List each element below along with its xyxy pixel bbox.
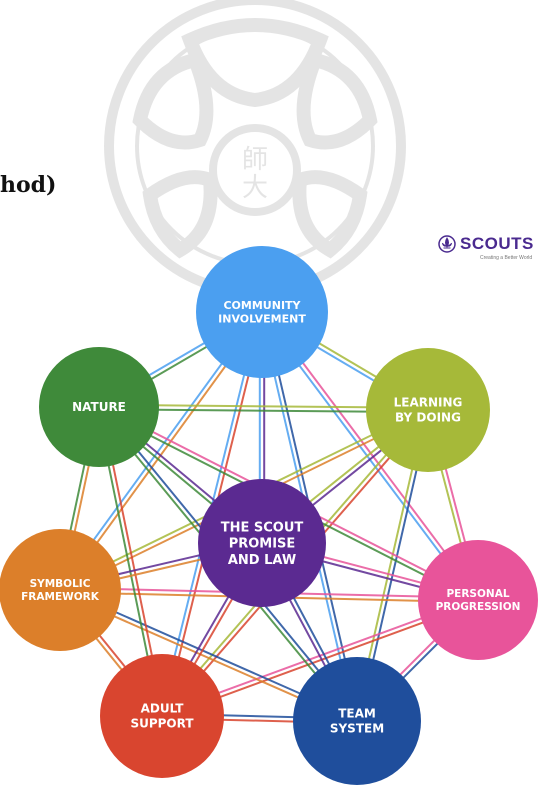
node-label-promise-0: THE SCOUT bbox=[221, 520, 304, 535]
brand-tagline: Creating a Better World bbox=[480, 255, 533, 261]
node-label-promise-1: PROMISE bbox=[229, 537, 296, 552]
node-label-nature-0: NATURE bbox=[72, 400, 126, 414]
node-label-learning-0: LEARNING bbox=[394, 396, 463, 410]
page-title-fragment: hod) bbox=[0, 172, 57, 198]
seal-glyph-bottom: 大 bbox=[242, 173, 268, 203]
node-label-team-1: SYSTEM bbox=[330, 722, 384, 736]
seal-glyph-top: 師 bbox=[242, 145, 268, 175]
node-label-team-0: TEAM bbox=[338, 707, 376, 721]
brand-name: SCOUTS bbox=[460, 234, 534, 253]
node-label-personal-0: PERSONAL bbox=[446, 588, 509, 600]
node-circle-adult bbox=[100, 654, 224, 778]
node-nature: NATURE bbox=[39, 347, 159, 467]
node-label-personal-1: PROGRESSION bbox=[436, 601, 521, 613]
node-circle-promise bbox=[198, 479, 326, 607]
node-circle-personal bbox=[418, 540, 538, 660]
node-label-adult-1: SUPPORT bbox=[130, 717, 194, 731]
node-circle-symbolic bbox=[0, 529, 121, 651]
node-circle-learning bbox=[366, 348, 490, 472]
node-label-adult-0: ADULT bbox=[141, 702, 185, 716]
node-circle-team bbox=[293, 657, 421, 785]
scouts-brand-logo: SCOUTS bbox=[438, 234, 534, 254]
node-label-symbolic-1: FRAMEWORK bbox=[21, 591, 100, 603]
node-label-promise-2: AND LAW bbox=[228, 553, 296, 568]
node-circle-community bbox=[196, 246, 328, 378]
node-circle-nature bbox=[39, 347, 159, 467]
fleur-de-lis-icon bbox=[438, 235, 456, 253]
node-label-community-0: COMMUNITY bbox=[223, 299, 301, 312]
node-label-community-1: INVOLVEMENT bbox=[218, 313, 306, 326]
node-label-learning-1: BY DOING bbox=[395, 411, 461, 425]
node-label-symbolic-0: SYMBOLIC bbox=[30, 578, 91, 590]
